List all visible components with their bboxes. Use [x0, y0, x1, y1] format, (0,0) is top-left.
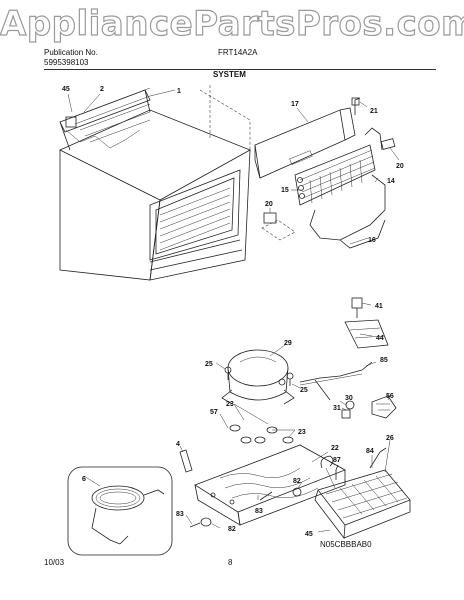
leader-lines [67, 89, 400, 533]
heat-exchanger-fitting [351, 97, 361, 115]
callout-31: 31 [333, 405, 341, 412]
callout-85: 85 [380, 357, 388, 364]
compressor [221, 349, 295, 405]
callout-82-bottom: 82 [228, 526, 236, 533]
condenser-tube-85 [299, 361, 373, 401]
footer-date: 10/03 [44, 558, 65, 567]
publication-number: 5995398103 [44, 58, 89, 67]
callout-83-left: 83 [176, 511, 184, 518]
callout-4: 4 [176, 441, 180, 448]
callout-26: 26 [386, 435, 394, 442]
callout-6: 6 [82, 476, 86, 483]
callout-numbers: 45 2 1 17 21 20 15 14 20 16 41 44 29 25 … [62, 86, 404, 538]
publication-label: Publication No. [44, 48, 98, 57]
callout-14: 14 [387, 178, 395, 185]
callout-57: 57 [210, 409, 218, 416]
callout-87: 87 [333, 457, 341, 464]
grommets [229, 424, 294, 444]
cabinet-drawing [59, 85, 251, 281]
power-cord-inset [67, 466, 173, 556]
model-number: FRT14A2A [218, 48, 258, 57]
callout-45: 45 [62, 86, 70, 93]
screws-and-spacers [189, 487, 302, 528]
callout-1: 1 [177, 88, 181, 95]
callout-20-left: 20 [265, 201, 273, 208]
condenser-coil [59, 87, 151, 151]
callout-41: 41 [375, 303, 383, 310]
grommet-screws [224, 366, 294, 386]
callout-21: 21 [370, 108, 378, 115]
callout-15: 15 [281, 187, 289, 194]
base-pan [194, 444, 346, 526]
capillary-tube [309, 174, 386, 249]
callout-25-right: 25 [300, 387, 308, 394]
callout-20-top: 20 [396, 163, 404, 170]
page-number: 8 [228, 558, 233, 567]
strip-part [179, 449, 193, 473]
callout-45-bottom: 45 [305, 531, 313, 538]
callout-84: 84 [366, 448, 374, 455]
callout-25-left: 25 [205, 361, 213, 368]
diagram-code: N05CBBBAB0 [320, 540, 372, 549]
wire-harness [320, 455, 336, 489]
section-title: SYSTEM [213, 70, 246, 79]
evaporator-cover [254, 107, 356, 179]
callout-83-mid: 83 [255, 508, 263, 515]
callout-16: 16 [368, 237, 376, 244]
callout-30: 30 [345, 395, 353, 402]
callout-29: 29 [284, 340, 292, 347]
watermark: AppliancePartsPros.com [0, 3, 464, 44]
callout-23-left: 23 [226, 401, 234, 408]
mounting-bracket [344, 297, 389, 349]
callout-23-right: 23 [298, 429, 306, 436]
callout-17: 17 [291, 101, 299, 108]
callout-56: 56 [386, 393, 394, 400]
callout-2: 2 [100, 86, 104, 93]
header-rule [44, 69, 436, 70]
callout-44: 44 [376, 335, 384, 342]
callout-22: 22 [331, 445, 339, 452]
evaporator-coil [294, 127, 383, 206]
callout-82-top: 82 [293, 478, 301, 485]
drain-pan [314, 447, 411, 540]
